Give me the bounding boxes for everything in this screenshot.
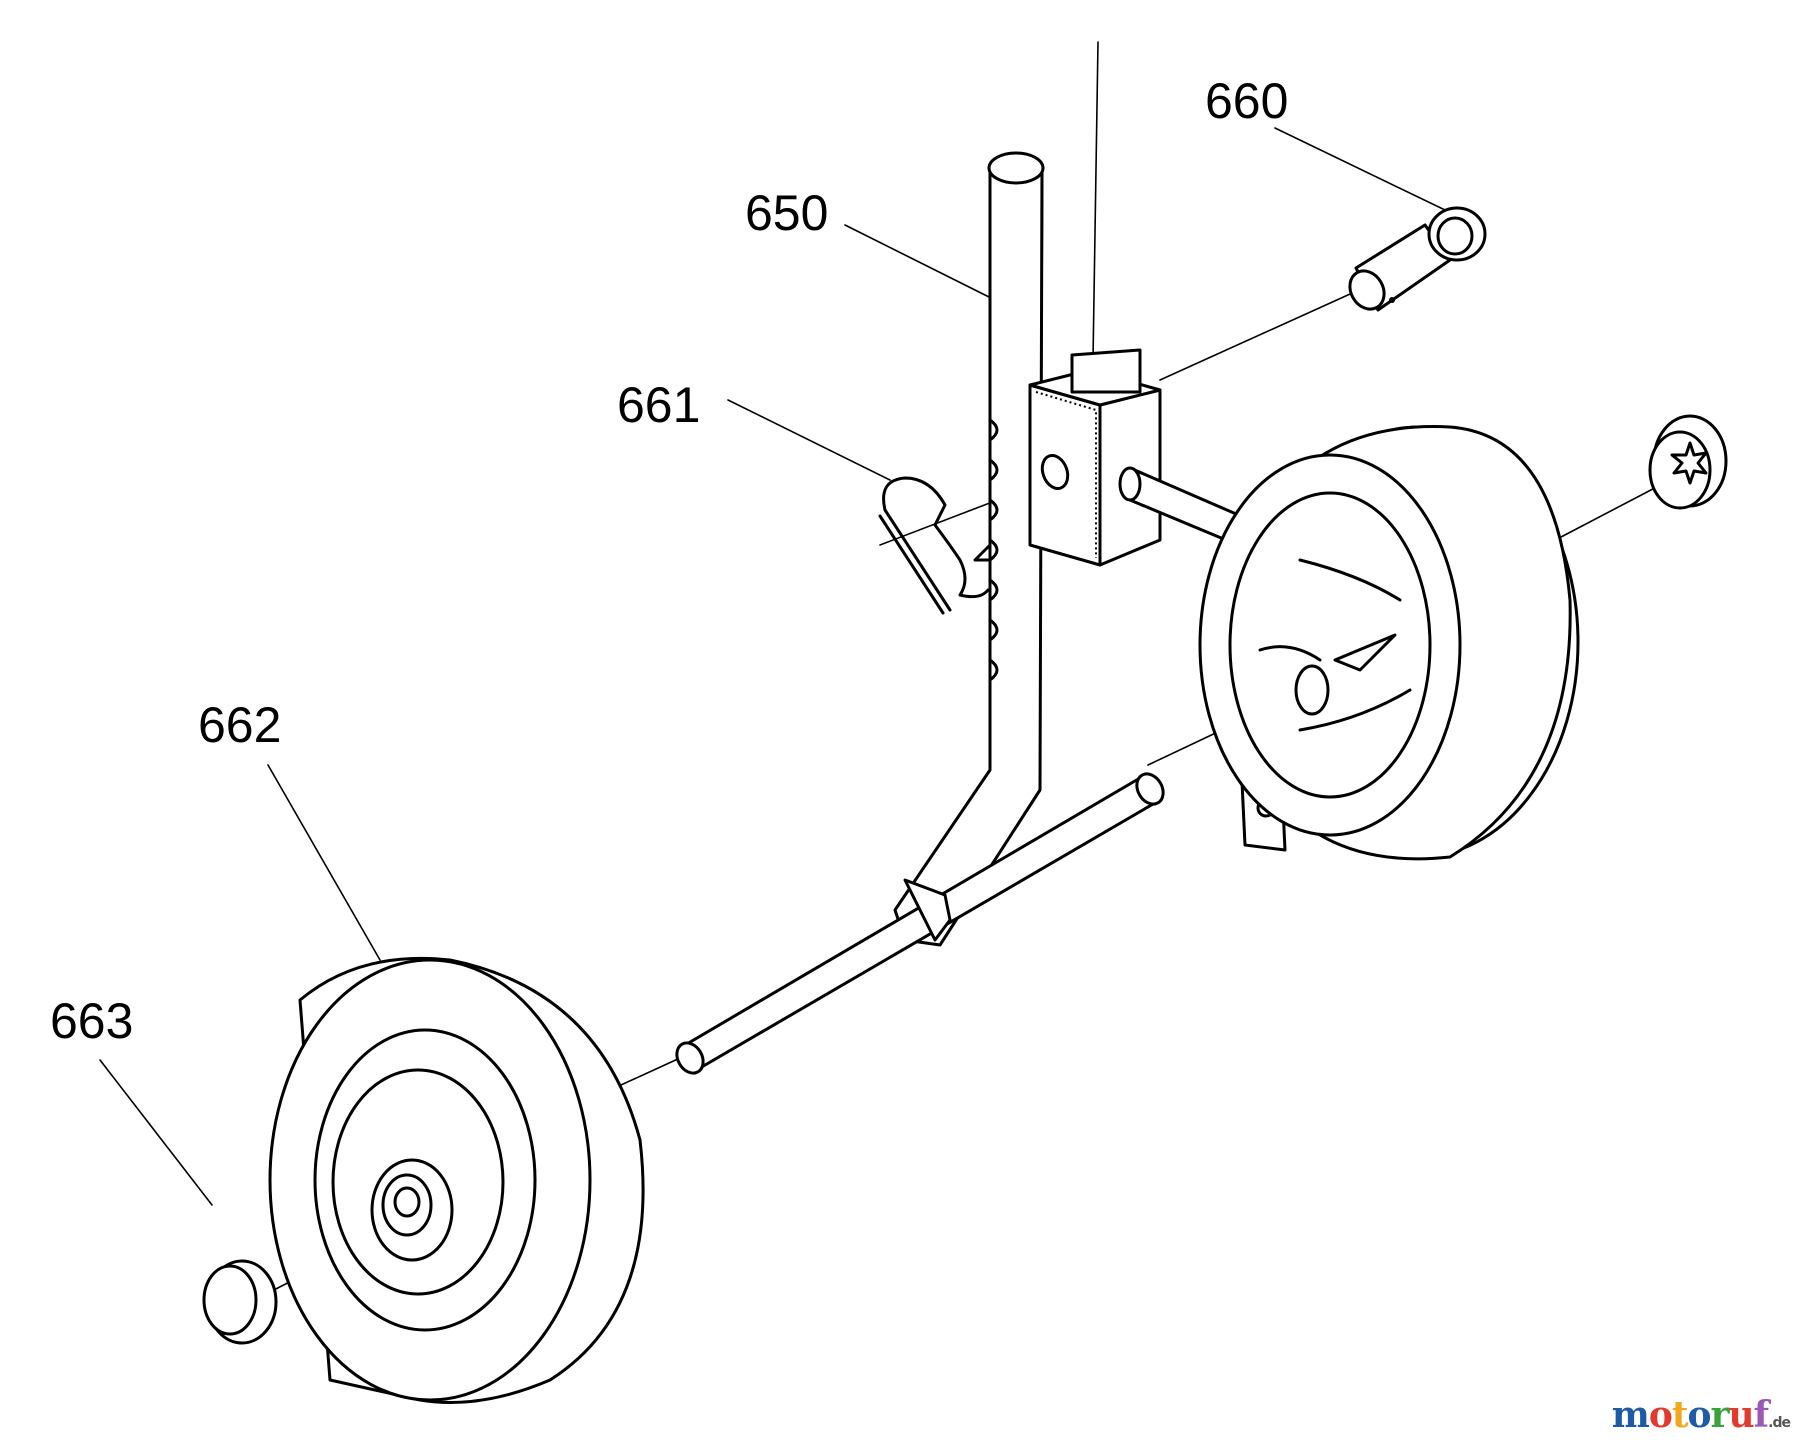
clevis-pin-drawing bbox=[1348, 206, 1487, 312]
watermark-letter: f bbox=[1753, 1394, 1769, 1436]
part-label-663[interactable]: 663 bbox=[50, 993, 133, 1049]
part-label-661[interactable]: 661 bbox=[617, 377, 700, 433]
watermark-letter: o bbox=[1687, 1394, 1711, 1436]
hub-cap-drawing bbox=[202, 1259, 278, 1345]
part-label-660[interactable]: 660 bbox=[1205, 73, 1288, 129]
part-labels: 660 650 661 662 663 bbox=[50, 73, 1288, 1049]
rear-hub-cap-drawing bbox=[1648, 414, 1728, 510]
watermark-letter: u bbox=[1728, 1394, 1754, 1436]
bracket-tube-drawing bbox=[675, 151, 1287, 1075]
part-label-662[interactable]: 662 bbox=[198, 697, 281, 753]
hair-pin-clip-drawing bbox=[878, 476, 990, 615]
front-wheel-drawing bbox=[268, 956, 645, 1404]
watermark-letter: t bbox=[1671, 1394, 1689, 1436]
part-label-650[interactable]: 650 bbox=[745, 185, 828, 241]
watermark-letter: m bbox=[1611, 1394, 1650, 1436]
watermark-tld: .de bbox=[1768, 1415, 1791, 1431]
watermark-letter: r bbox=[1710, 1394, 1730, 1436]
watermark-letter: o bbox=[1648, 1394, 1673, 1436]
rear-wheel-drawing bbox=[1198, 425, 1580, 861]
watermark-logo: motoruf.de bbox=[1611, 1394, 1791, 1436]
watermark-text: motoruf bbox=[1611, 1394, 1769, 1436]
